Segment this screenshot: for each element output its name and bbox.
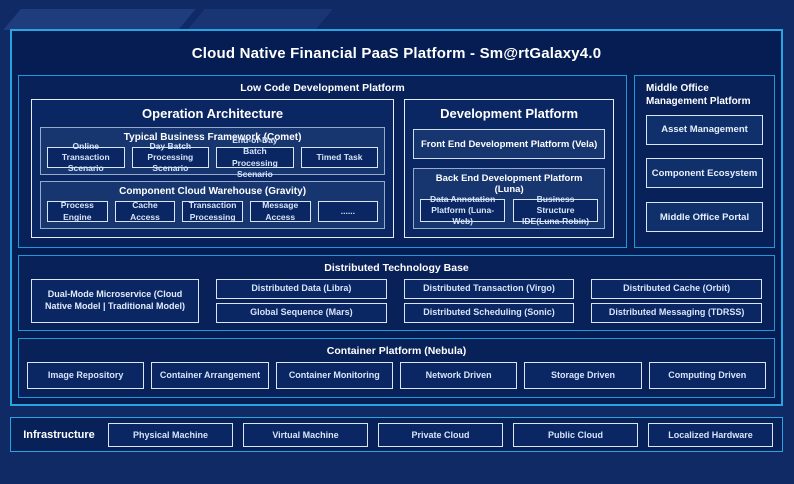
leaf-global-sequence: Global Sequence (Mars) [216,303,387,323]
leaf-timed-task: Timed Task [300,147,379,168]
leaf-dual-mode-microservice: Dual-Mode Microservice (Cloud Native Mod… [31,279,199,323]
component-cloud-warehouse-items: Process Engine Cache Access Transaction … [47,200,379,222]
section-container-platform: Container Platform (Nebula) Image Reposi… [18,338,775,398]
leaf-asset-management: Asset Management [646,114,763,145]
leaf-message-access: Message Access [249,200,311,222]
leaf-image-repository: Image Repository [27,362,145,389]
container-platform-label: Container Platform (Nebula) [326,345,467,357]
leaf-distributed-data: Distributed Data (Libra) [216,279,387,299]
leaf-storage-driven: Storage Driven [524,362,642,389]
operation-architecture-title: Operation Architecture [142,106,284,121]
leaf-cache-access: Cache Access [114,200,176,222]
leaf-localized-hardware: Localized Hardware [648,422,773,447]
decorative-stripe-right [187,9,333,30]
distributed-label: Distributed Technology Base [324,262,469,274]
back-end-items: Data Annotation Platform (Luna-Web) Busi… [420,194,598,226]
operation-architecture-box: Operation Architecture Typical Business … [31,99,395,238]
leaf-private-cloud: Private Cloud [378,422,503,447]
middle-office-label: Middle Office Management Platform [646,83,751,107]
leaf-physical-machine: Physical Machine [108,422,233,447]
development-platform-box: Development Platform Front End Developme… [404,99,614,238]
leaf-middle-office-portal: Middle Office Portal [646,202,763,233]
leaf-container-arrangement: Container Arrangement [151,362,269,389]
leaf-virtual-machine: Virtual Machine [243,422,368,447]
section-infrastructure: Infrastructure Physical Machine Virtual … [10,417,783,452]
component-cloud-warehouse-title: Component Cloud Warehouse (Gravity) [119,186,307,197]
back-end-development-platform-title: Back End Development Platform (Luna) [435,173,583,195]
leaf-day-batch-processing-scenario: Day Batch Processing Scenario [131,141,210,173]
middle-office-items: Asset Management Component Ecosystem Mid… [646,108,763,239]
section-distributed-technology-base: Distributed Technology Base Dual-Mode Mi… [18,255,775,331]
leaf-data-annotation-platform: Data Annotation Platform (Luna-Web) [420,194,506,226]
leaf-front-end-development-platform: Front End Development Platform (Vela) [413,129,605,159]
component-cloud-warehouse-group: Component Cloud Warehouse (Gravity) Proc… [40,181,386,229]
leaf-process-engine: Process Engine [47,200,108,222]
distributed-grid: Distributed Data (Libra) Distributed Tra… [216,279,762,323]
section-middle-office-management-platform: Middle Office Management Platform Asset … [634,75,775,248]
leaf-container-monitoring: Container Monitoring [275,362,393,389]
leaf-transaction-processing: Transaction Processing [182,200,243,222]
leaf-public-cloud: Public Cloud [513,422,638,447]
typical-business-framework-title: Typical Business Framework (Comet) [123,132,302,143]
typical-business-framework-items: Online Transaction Scenario Day Batch Pr… [47,135,379,179]
leaf-business-structure-ide: Business Structure IDE(Luna-Robin) [513,194,598,226]
development-platform-title: Development Platform [440,106,579,121]
leaf-computing-driven: Computing Driven [648,362,766,389]
back-end-development-platform-group: Back End Development Platform (Luna) Dat… [413,168,605,229]
leaf-distributed-messaging: Distributed Messaging (TDRSS) [591,303,762,323]
leaf-ellipsis: ...... [317,201,379,222]
platform-diagram-frame: Cloud Native Financial PaaS Platform - S… [10,29,783,406]
leaf-distributed-scheduling: Distributed Scheduling (Sonic) [403,303,575,323]
leaf-end-of-day-batch-processing-scenario: End-of-Day Batch Processing Scenario [216,135,294,179]
typical-business-framework-group: Typical Business Framework (Comet) Onlin… [40,127,386,179]
decorative-stripe-left [3,9,196,30]
low-code-body: Operation Architecture Typical Business … [31,99,614,238]
section-low-code-development-platform: Low Code Development Platform Operation … [18,75,627,248]
page-title: Cloud Native Financial PaaS Platform - S… [191,44,602,62]
distributed-body: Dual-Mode Microservice (Cloud Native Mod… [31,279,762,323]
leaf-component-ecosystem: Component Ecosystem [646,158,763,189]
diagram-sections: Low Code Development Platform Operation … [12,75,781,404]
leaf-distributed-transaction: Distributed Transaction (Virgo) [403,279,575,299]
leaf-online-transaction-scenario: Online Transaction Scenario [47,141,125,173]
container-platform-items: Image Repository Container Arrangement C… [27,362,766,389]
leaf-distributed-cache: Distributed Cache (Orbit) [591,279,762,299]
leaf-network-driven: Network Driven [399,362,518,389]
low-code-label: Low Code Development Platform [240,82,405,94]
top-row: Low Code Development Platform Operation … [18,75,775,248]
infrastructure-label: Infrastructure [23,428,95,441]
